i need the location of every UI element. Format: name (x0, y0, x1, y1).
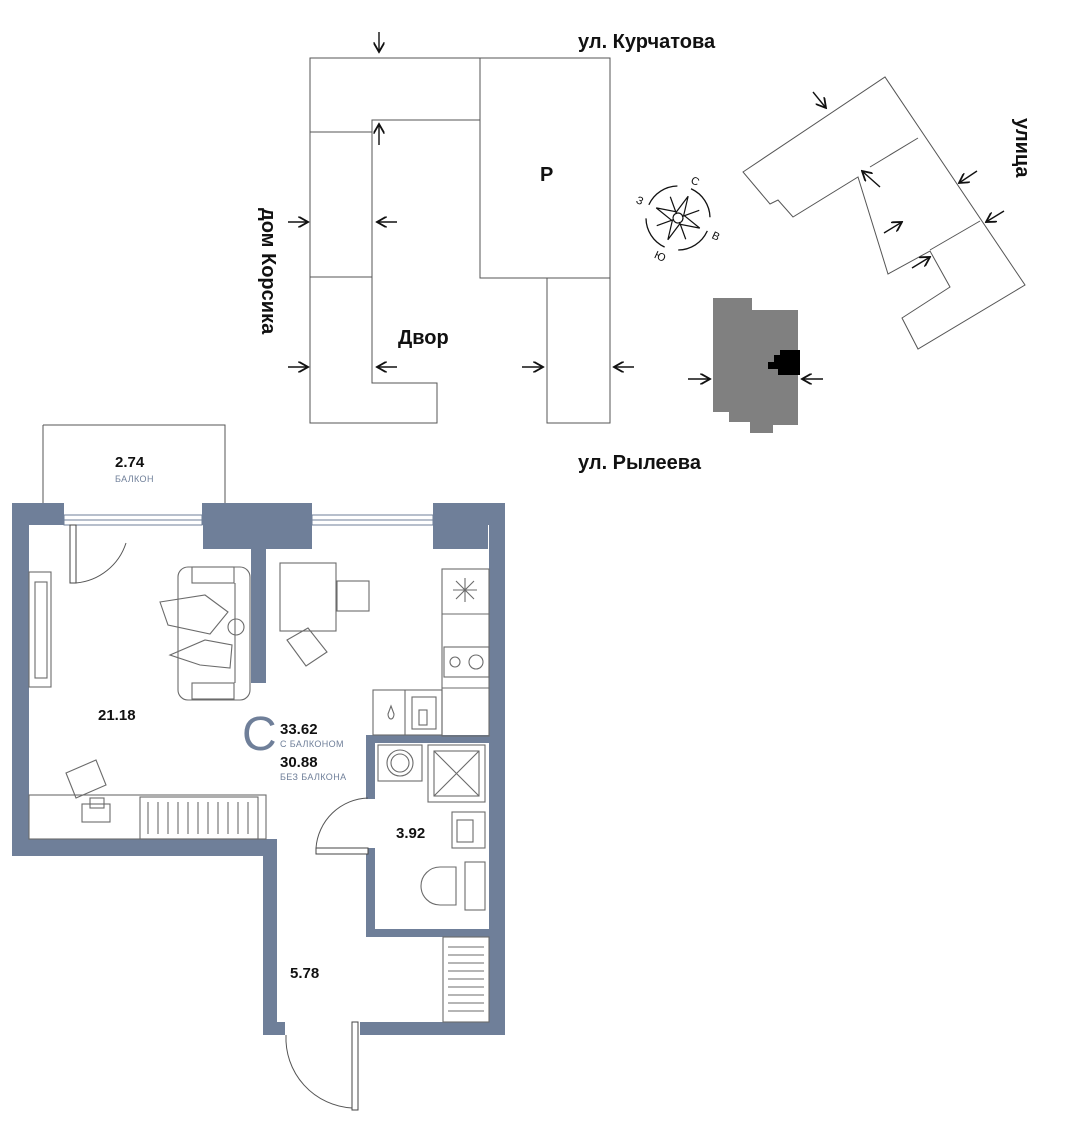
hall-area: 5.78 (290, 965, 319, 982)
compass-south-label: Ю (652, 249, 667, 265)
balcony-caption: БАЛКОН (115, 474, 154, 484)
east-building (742, 76, 1026, 350)
radiator-icon (139, 796, 259, 840)
balcony (42, 424, 226, 505)
without-balcony-caption: БЕЗ БАЛКОНА (280, 772, 347, 782)
street-east-label: улица (1011, 118, 1033, 178)
compass-east-label: В (710, 230, 722, 244)
apartment-type-letter: С (242, 708, 277, 761)
apartment-plan: 2.74 БАЛКОН 21.18 3.92 5.78 С 33.62 С БА… (12, 424, 505, 1111)
parking-label: Р (540, 164, 553, 186)
hall-radiator-icon (442, 936, 490, 1023)
sink-icon (411, 696, 437, 730)
doors (69, 524, 369, 1111)
kitchen-furniture (279, 562, 490, 737)
balcony-area: 2.74 (115, 454, 145, 471)
site-plan: С В Ю З ул. Курчатова ул. Рылеева дом Ко… (257, 31, 1033, 474)
living-furniture (28, 566, 267, 840)
toilet-icon (420, 861, 486, 911)
living-room-area: 21.18 (98, 707, 136, 724)
shower-icon (427, 744, 486, 803)
street-north-label: ул. Курчатова (578, 31, 716, 53)
windows (63, 514, 434, 526)
washing-machine-icon (377, 744, 423, 782)
compass-north-label: С (689, 175, 701, 189)
section-marker-icon (768, 350, 800, 375)
stove-icon (443, 646, 490, 678)
with-balcony-caption: С БАЛКОНОМ (280, 739, 344, 749)
total-without-balcony: 30.88 (280, 754, 318, 771)
courtyard-building (309, 57, 611, 424)
compass-icon: С В Ю З (634, 175, 722, 265)
entrance-arrows (288, 32, 1005, 379)
street-west-label: дом Корсика (257, 208, 279, 335)
bathroom-area: 3.92 (396, 825, 425, 842)
courtyard-label: Двор (398, 327, 449, 349)
walls (12, 503, 505, 1035)
street-south-label: ул. Рылеева (578, 452, 702, 474)
bathroom-furniture (377, 744, 486, 911)
compass-west-label: З (634, 194, 645, 208)
fridge-icon (453, 578, 477, 602)
total-with-balcony: 33.62 (280, 721, 318, 738)
bathroom-sink-icon (451, 811, 486, 849)
target-building (713, 298, 800, 433)
